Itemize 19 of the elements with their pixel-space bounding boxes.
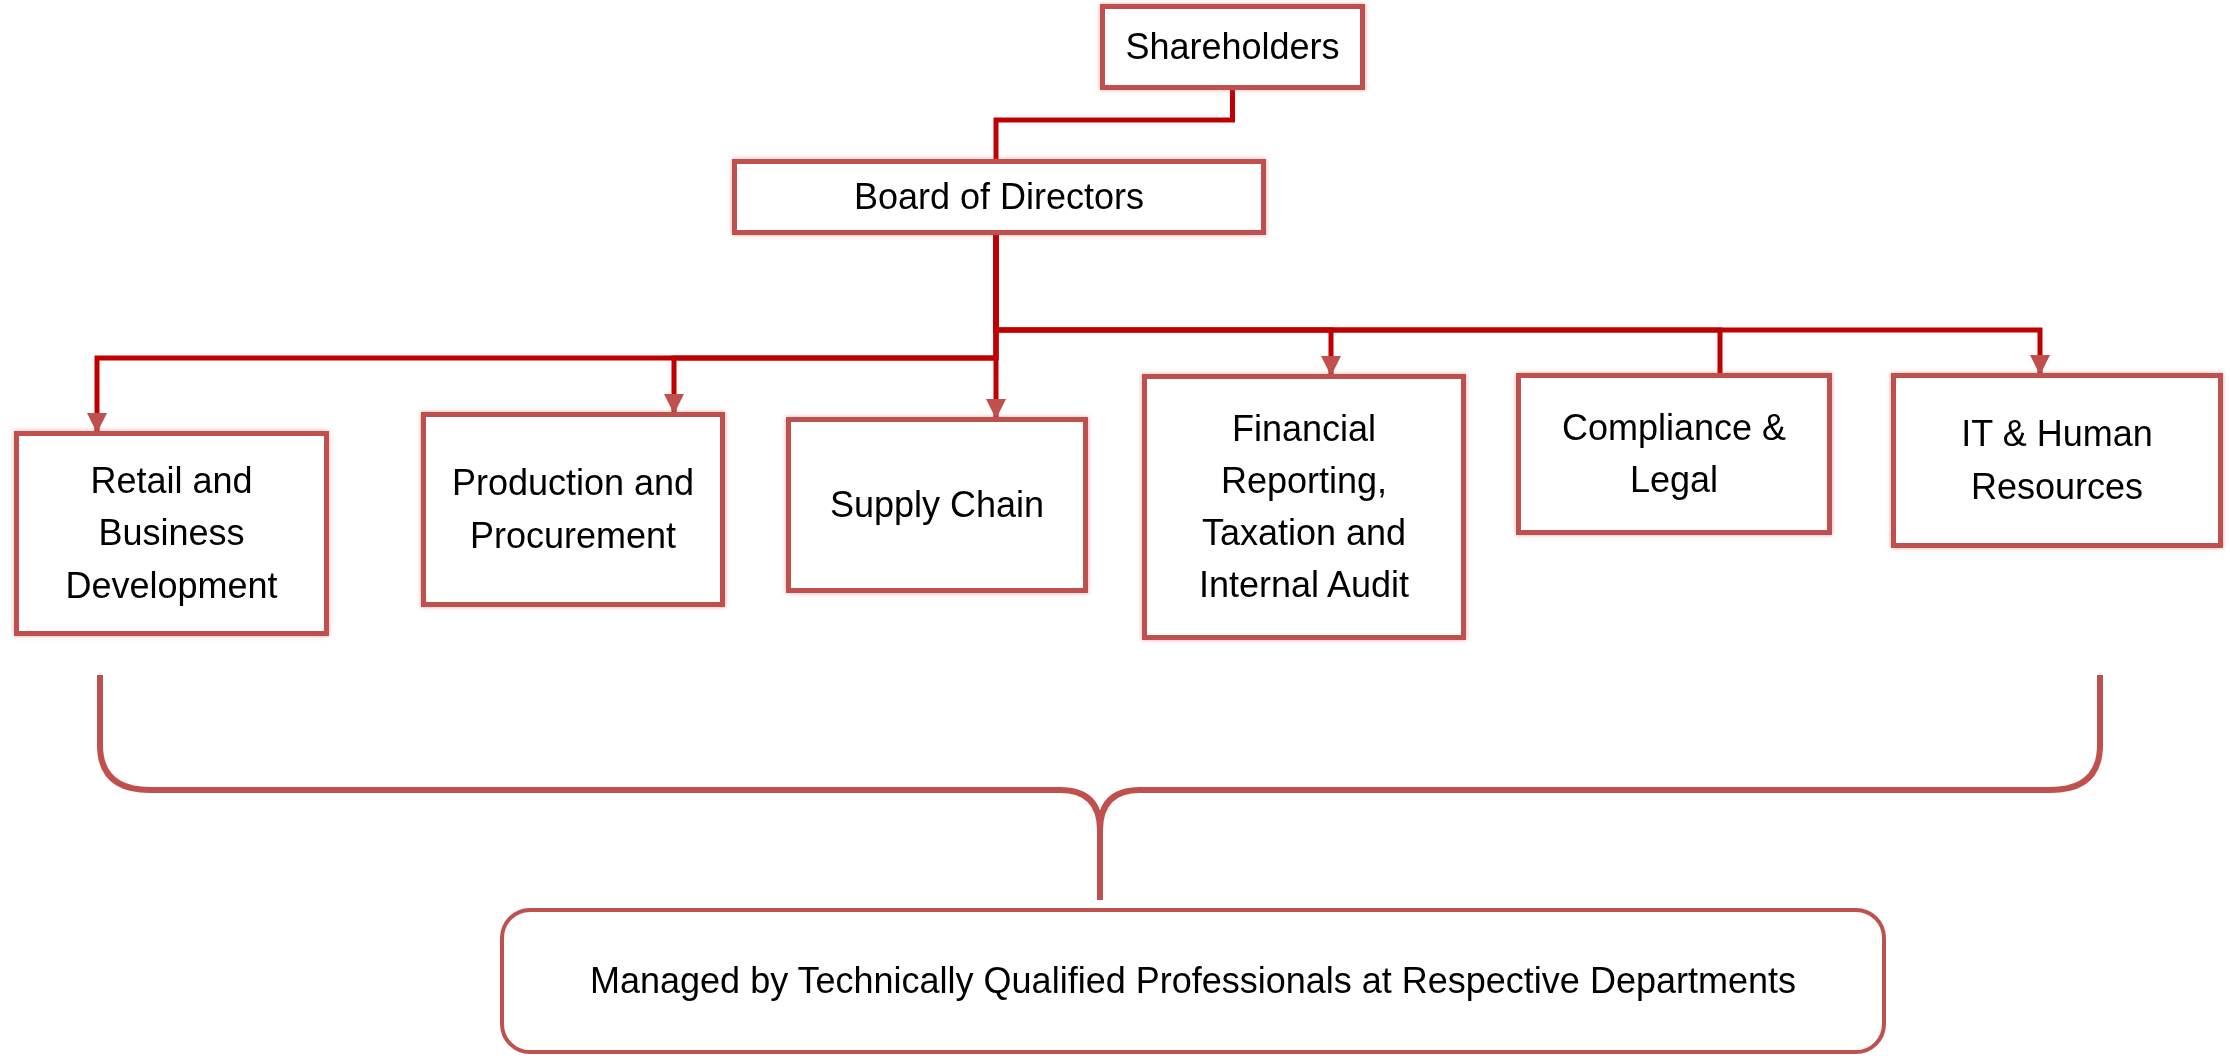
org-box (732, 159, 1266, 235)
org-box (786, 417, 1088, 593)
connector-line (993, 90, 1235, 159)
org-box (421, 412, 725, 607)
box-label: Compliance & Legal (1560, 405, 1788, 502)
box-label: Production and Procurement (450, 461, 696, 558)
box-label: IT & Human Resources (1960, 412, 2154, 509)
org-box (1891, 373, 2223, 548)
box-label: Supply Chain (829, 482, 1045, 527)
org-box (14, 431, 329, 636)
box-label: Managed by Technically Qualified Professionals at Respective Departments (590, 958, 1796, 1003)
org-box (1100, 4, 1365, 90)
box-label: Retail and Business Development (64, 459, 279, 608)
org-box (1516, 373, 1832, 535)
box-label: Financial Reporting, Taxation and Internal Audit (1197, 406, 1411, 608)
org-box (1142, 374, 1466, 640)
box-label: Shareholders (1125, 24, 1340, 69)
box-label: Board of Directors (853, 174, 1145, 219)
note-box (500, 908, 1886, 1054)
